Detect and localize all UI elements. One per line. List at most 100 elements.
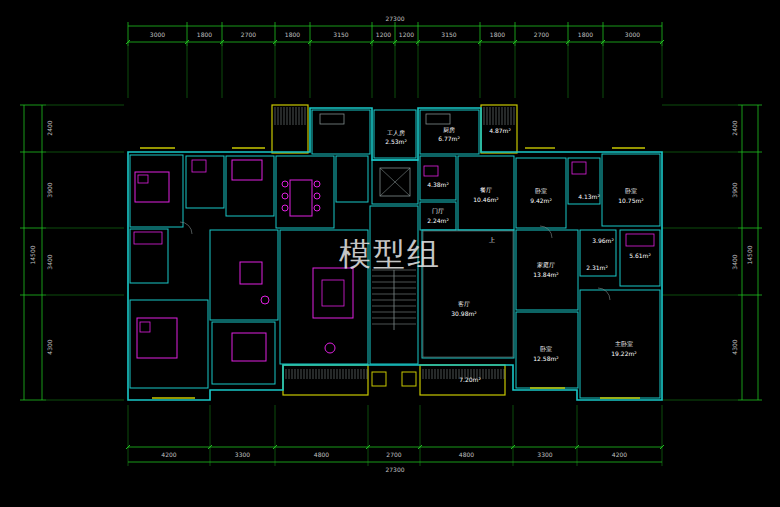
balcony-hatch [299, 107, 300, 125]
dimension-text: 4800 [314, 452, 329, 458]
window [232, 147, 265, 148]
balcony-hatch [340, 369, 341, 379]
extension-line [662, 152, 738, 153]
balcony-hatch [444, 369, 445, 379]
dimension-text: 3300 [235, 452, 250, 458]
balcony-hatch [499, 107, 500, 125]
extension-line [275, 405, 276, 466]
room-label: 家庭厅 [537, 262, 555, 268]
balcony-hatch [426, 369, 427, 379]
room-label: 10.46m² [473, 197, 498, 203]
outer-wall [128, 108, 662, 400]
dimension-text: 2400 [47, 120, 53, 135]
dimension-text: 3000 [625, 32, 640, 38]
room-label: 卧室 [535, 188, 547, 194]
dimension-text: 4200 [612, 452, 627, 458]
room-wall [186, 156, 224, 208]
room-label: 9.42m² [530, 198, 552, 204]
balcony-hatch [483, 369, 484, 379]
balcony-hatch [514, 107, 515, 125]
balcony-hatch [322, 369, 323, 379]
room-label: 7.20m² [459, 377, 481, 383]
chair [314, 205, 320, 211]
dimension-tick [273, 40, 277, 44]
dimension-tick [370, 40, 374, 44]
balcony-hatch [508, 107, 509, 125]
dimension-line [128, 462, 662, 463]
balcony-hatch [429, 369, 430, 379]
dimension-text: 3900 [732, 182, 738, 197]
pillow [140, 322, 150, 332]
toilet [192, 160, 206, 172]
balcony-hatch [286, 369, 287, 379]
bathtub [626, 234, 654, 246]
balcony-hatch [505, 107, 506, 125]
balcony-hatch [450, 369, 451, 379]
balcony-hatch [438, 369, 439, 379]
door-swing [598, 288, 610, 300]
balcony-hatch [290, 107, 291, 125]
extension-line [662, 105, 738, 106]
balcony-hatch [319, 369, 320, 379]
balcony [272, 105, 308, 153]
extension-line [418, 46, 419, 98]
balcony-hatch [334, 369, 335, 379]
dimension-tick [416, 40, 420, 44]
balcony-hatch [349, 369, 350, 379]
room-label: 19.22m² [611, 351, 636, 357]
window [525, 147, 555, 148]
extension-line [368, 405, 369, 466]
room-label: 工人房 [387, 130, 405, 136]
bed [232, 160, 262, 180]
room-wall [212, 322, 275, 384]
balcony-hatch [343, 369, 344, 379]
extension-line [46, 105, 124, 106]
bed [135, 172, 169, 202]
pillow [138, 175, 148, 183]
room-wall [580, 230, 616, 276]
dimension-text: 1200 [376, 32, 391, 38]
dimension-text: 1800 [578, 32, 593, 38]
balcony-hatch [490, 107, 491, 125]
dimension-text: 3400 [47, 254, 53, 269]
balcony-hatch [504, 369, 505, 379]
balcony-hatch [432, 369, 433, 379]
balcony-hatch [487, 107, 488, 125]
room-wall [130, 300, 208, 388]
balcony-hatch [328, 369, 329, 379]
room-label: 客厅 [458, 301, 470, 307]
room-label: 5.61m² [629, 253, 651, 259]
plant [261, 296, 269, 304]
shaft-box [372, 372, 386, 386]
dimension-tick [208, 445, 212, 449]
dimension-tick [220, 40, 224, 44]
stair-divider [394, 270, 395, 330]
balcony-hatch [310, 369, 311, 379]
room-wall [516, 158, 566, 228]
extension-line [46, 228, 124, 229]
extension-line [46, 152, 124, 153]
toilet [572, 162, 586, 174]
dimension-tick [566, 40, 570, 44]
room-label: 卧室 [540, 346, 552, 352]
dimension-text: 2700 [241, 32, 256, 38]
extension-line [187, 46, 188, 98]
room-wall [312, 110, 370, 154]
extension-line [46, 400, 124, 401]
dimension-line [128, 447, 662, 448]
extension-line [662, 400, 738, 401]
balcony-hatch [295, 369, 296, 379]
shaft-box [402, 372, 416, 386]
balcony-hatch [435, 369, 436, 379]
balcony-hatch [502, 107, 503, 125]
balcony-hatch [313, 369, 314, 379]
extension-line [372, 46, 373, 98]
dimension-tick [20, 400, 46, 401]
balcony-hatch [304, 369, 305, 379]
extension-line [128, 405, 129, 466]
balcony [481, 105, 517, 153]
dimension-line [42, 105, 43, 400]
dimension-tick [601, 40, 605, 44]
dimension-text: 4300 [47, 339, 53, 354]
